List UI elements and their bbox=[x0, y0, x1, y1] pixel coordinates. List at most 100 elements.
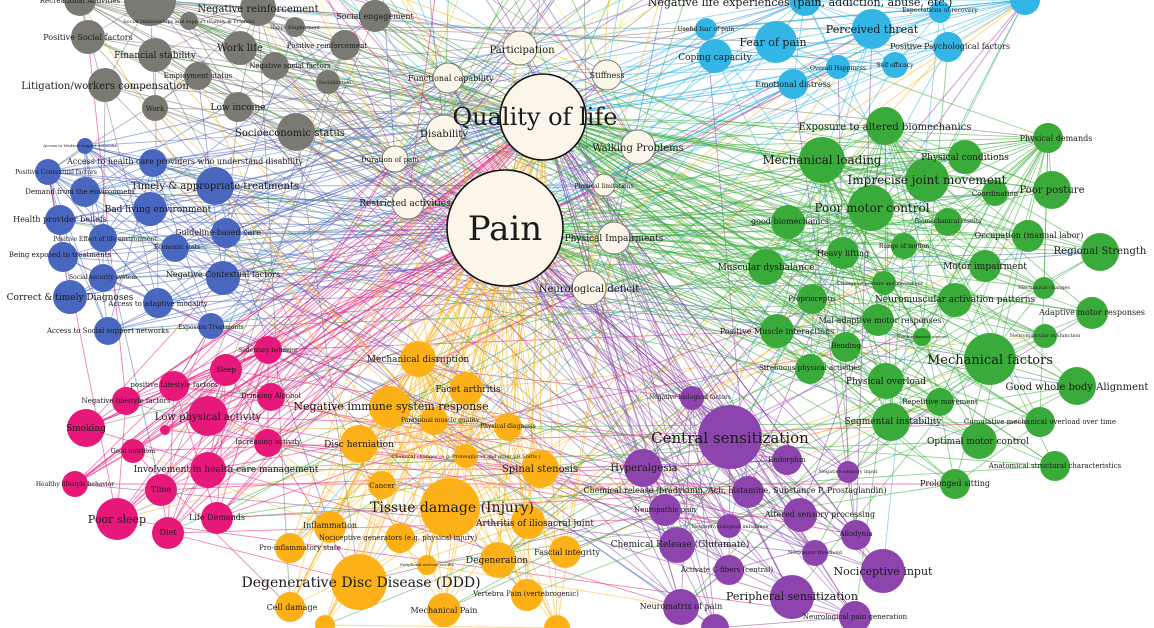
node-circle[interactable] bbox=[797, 284, 827, 314]
node-circle[interactable] bbox=[933, 32, 963, 62]
node-ddd[interactable] bbox=[331, 554, 387, 610]
node-topsocial[interactable] bbox=[124, 0, 176, 26]
node-circle[interactable] bbox=[112, 387, 140, 415]
node-goodbio[interactable] bbox=[771, 205, 805, 239]
node-circle[interactable] bbox=[511, 505, 545, 539]
node-psytop[interactable] bbox=[1010, 0, 1040, 15]
node-circle[interactable] bbox=[159, 371, 189, 401]
node-circle[interactable] bbox=[592, 173, 616, 197]
node-circle[interactable] bbox=[938, 283, 972, 317]
node-circle[interactable] bbox=[161, 234, 189, 262]
node-circle[interactable] bbox=[190, 452, 226, 488]
node-circle[interactable] bbox=[196, 167, 234, 205]
node-vertebra[interactable] bbox=[511, 579, 543, 611]
node-lowincome[interactable] bbox=[223, 92, 253, 122]
node-biomechinsult[interactable] bbox=[934, 208, 962, 236]
node-circle[interactable] bbox=[961, 423, 997, 459]
node-finstab[interactable] bbox=[138, 38, 172, 72]
node-circle[interactable] bbox=[934, 208, 962, 236]
node-drinking[interactable] bbox=[257, 383, 285, 411]
node-socialization[interactable] bbox=[316, 70, 340, 94]
node-circle[interactable] bbox=[124, 0, 176, 26]
node-qol[interactable] bbox=[499, 73, 587, 161]
node-expect[interactable] bbox=[929, 1, 951, 23]
node-circle[interactable] bbox=[35, 159, 61, 185]
node-circle[interactable] bbox=[502, 30, 538, 66]
node-negcontext[interactable] bbox=[206, 261, 240, 295]
node-circle[interactable] bbox=[275, 592, 305, 622]
node-circle[interactable] bbox=[142, 95, 168, 121]
node-socioeco[interactable] bbox=[277, 113, 315, 151]
node-circle[interactable] bbox=[1012, 220, 1044, 252]
node-poorsleep[interactable] bbox=[96, 498, 138, 540]
node-guideline[interactable] bbox=[211, 218, 241, 248]
node-restricted[interactable] bbox=[391, 186, 425, 220]
node-circle[interactable] bbox=[88, 68, 122, 102]
node-circle[interactable] bbox=[425, 114, 463, 152]
node-sedentary[interactable] bbox=[254, 336, 282, 364]
node-segmental[interactable] bbox=[872, 403, 910, 441]
node-circle[interactable] bbox=[331, 554, 387, 610]
node-circle[interactable] bbox=[391, 186, 425, 220]
node-circle[interactable] bbox=[799, 137, 845, 183]
node-physcond[interactable] bbox=[948, 140, 982, 174]
node-heavylifting[interactable] bbox=[827, 237, 859, 269]
node-circle[interactable] bbox=[940, 469, 970, 499]
node-circle[interactable] bbox=[848, 185, 894, 231]
node-circle[interactable] bbox=[1033, 324, 1057, 348]
node-circle[interactable] bbox=[138, 38, 172, 72]
node-mechloading[interactable] bbox=[799, 137, 845, 183]
node-socialeng[interactable] bbox=[359, 0, 391, 32]
node-circle[interactable] bbox=[71, 20, 105, 54]
node-circle[interactable] bbox=[96, 498, 138, 540]
node-circle[interactable] bbox=[449, 372, 483, 406]
node-circle[interactable] bbox=[261, 52, 289, 80]
node-neurodef[interactable] bbox=[571, 270, 607, 306]
node-exposedtreat[interactable] bbox=[48, 242, 78, 272]
node-neglife2[interactable] bbox=[112, 387, 140, 415]
node-circle[interactable] bbox=[53, 280, 87, 314]
node-circle[interactable] bbox=[795, 354, 825, 384]
node-circle[interactable] bbox=[659, 527, 695, 563]
node-circle[interactable] bbox=[701, 614, 729, 628]
node-circle[interactable] bbox=[45, 205, 75, 235]
node-circle[interactable] bbox=[67, 409, 105, 447]
node-mechchanges[interactable] bbox=[1033, 277, 1055, 299]
node-proprio[interactable] bbox=[797, 284, 827, 314]
node-circle[interactable] bbox=[521, 450, 559, 488]
node-circle[interactable] bbox=[624, 449, 662, 487]
node-circle[interactable] bbox=[1010, 0, 1040, 15]
node-posreinf[interactable] bbox=[330, 30, 360, 60]
node-small1[interactable] bbox=[160, 425, 170, 435]
node-circle[interactable] bbox=[223, 31, 257, 65]
node-perceived[interactable] bbox=[852, 9, 892, 49]
node-negimmune[interactable] bbox=[369, 386, 411, 428]
node-emotional[interactable] bbox=[778, 69, 808, 99]
node-endorphin[interactable] bbox=[772, 445, 802, 475]
node-hpbeliefs[interactable] bbox=[45, 205, 75, 235]
node-circle[interactable] bbox=[1081, 233, 1119, 271]
node-sb1[interactable] bbox=[315, 615, 335, 628]
node-circle[interactable] bbox=[620, 129, 656, 165]
node-increasing[interactable] bbox=[254, 429, 282, 457]
node-circle[interactable] bbox=[872, 271, 896, 295]
node-pain[interactable] bbox=[446, 169, 564, 287]
node-circle[interactable] bbox=[783, 498, 817, 532]
node-fascial[interactable] bbox=[549, 536, 581, 568]
node-negreinf[interactable] bbox=[240, 0, 276, 26]
node-circle[interactable] bbox=[89, 264, 117, 292]
node-allodynia[interactable] bbox=[841, 520, 871, 550]
node-circle[interactable] bbox=[316, 70, 340, 94]
node-circle[interactable] bbox=[201, 502, 233, 534]
node-physdemands[interactable] bbox=[1033, 123, 1063, 153]
node-physdiag[interactable] bbox=[494, 413, 522, 441]
node-circle[interactable] bbox=[359, 0, 391, 32]
node-accsocial[interactable] bbox=[94, 317, 122, 345]
node-hyperalgesia[interactable] bbox=[624, 449, 662, 487]
node-periphsens[interactable] bbox=[770, 575, 814, 619]
node-accprov[interactable] bbox=[139, 149, 167, 177]
node-happyemp[interactable] bbox=[285, 17, 305, 37]
node-circle[interactable] bbox=[188, 396, 228, 436]
node-mechpain[interactable] bbox=[427, 593, 461, 627]
node-circle[interactable] bbox=[314, 511, 346, 543]
